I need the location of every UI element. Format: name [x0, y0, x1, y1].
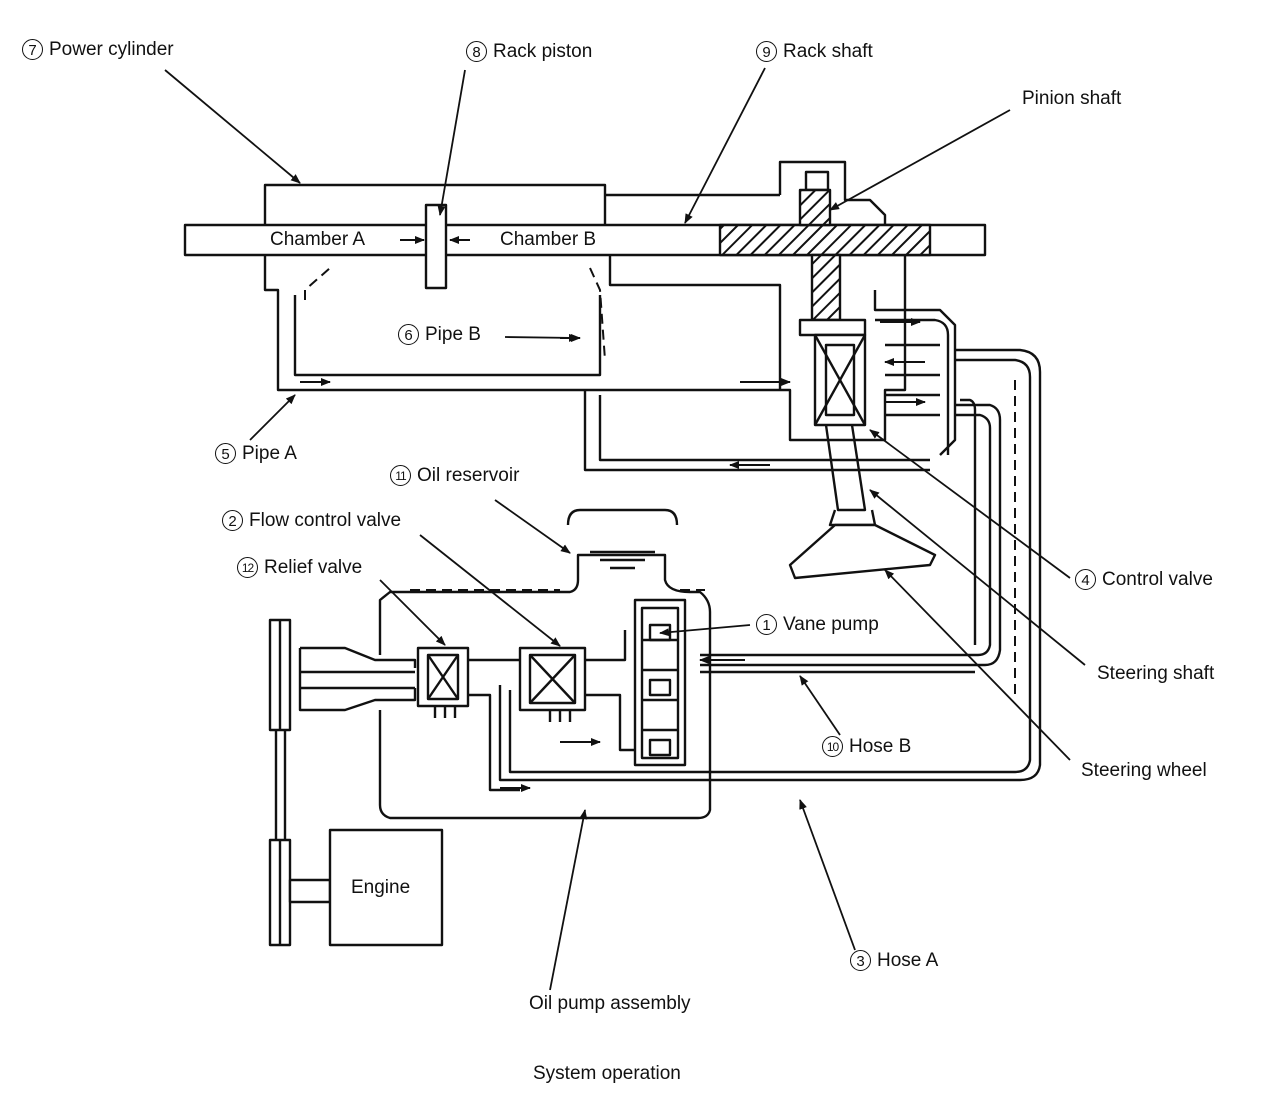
- engine-text: Engine: [351, 877, 411, 898]
- label-steering-shaft: Steering shaft: [1097, 663, 1215, 684]
- power-cylinder-housing: [263, 183, 607, 225]
- oil-pump-body: [378, 553, 712, 820]
- label-oil-pump-assembly: Oil pump assembly: [529, 993, 691, 1014]
- control-valve-top: [798, 318, 867, 337]
- vane-pump: [633, 598, 687, 767]
- oil-reservoir: [566, 508, 679, 526]
- steering-shaft: [824, 424, 867, 512]
- label-steering-wheel: Steering wheel: [1081, 760, 1207, 781]
- pinion-housing: [778, 160, 887, 225]
- steering-wheel: [788, 523, 937, 580]
- figure-caption: System operation: [533, 1063, 681, 1084]
- chamber-a-text: Chamber A: [270, 229, 366, 250]
- label-pinion-shaft: Pinion shaft: [1022, 88, 1122, 109]
- rack-piston: [424, 203, 448, 290]
- rack-teeth: [718, 223, 932, 257]
- chamber-b-text: Chamber B: [500, 229, 597, 250]
- pinion-shaft: [798, 188, 832, 227]
- engine-block: [328, 828, 444, 947]
